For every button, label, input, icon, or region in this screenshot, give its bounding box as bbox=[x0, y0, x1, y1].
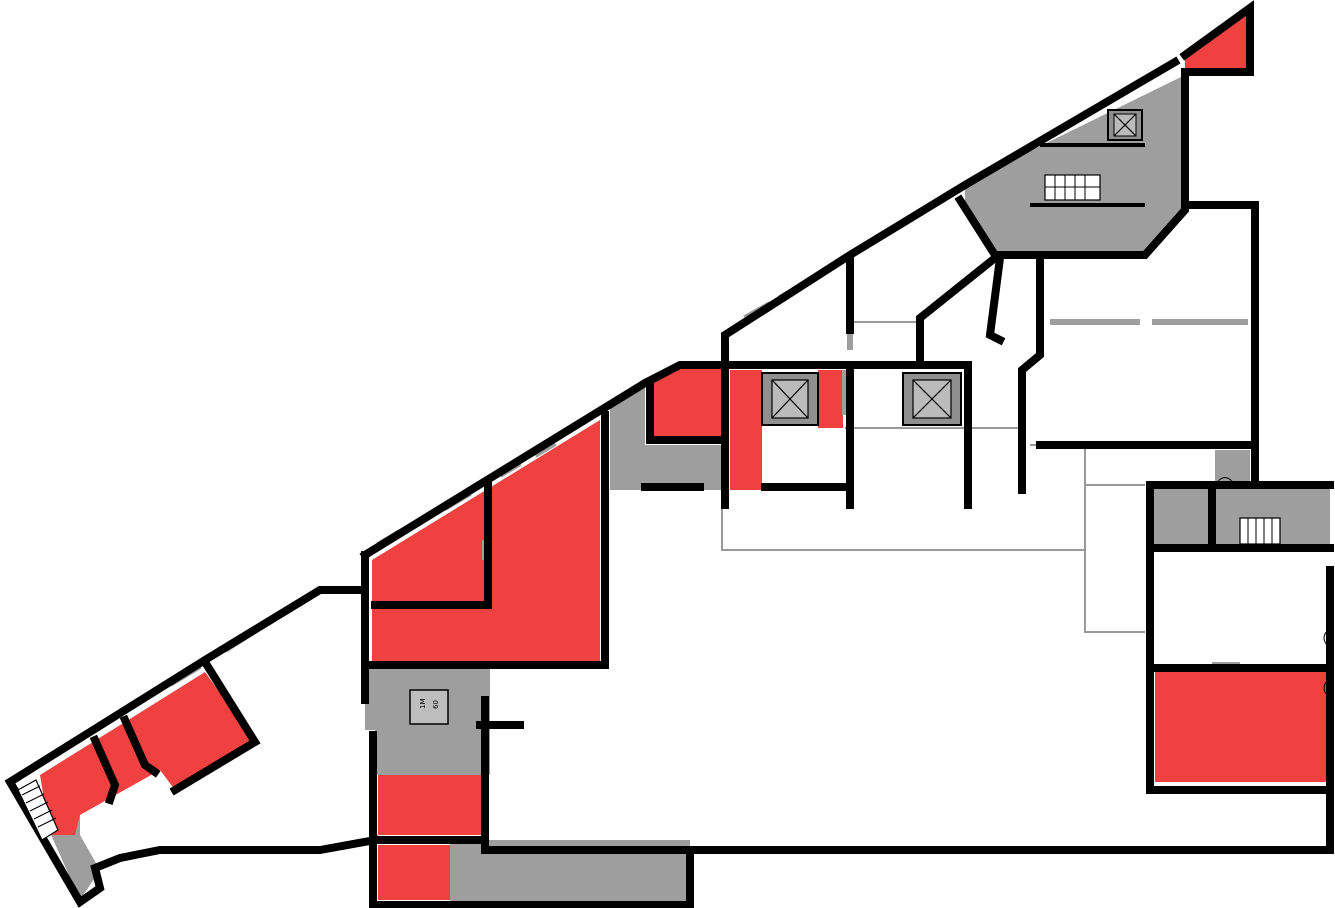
grey-zone-right-core bbox=[1150, 485, 1330, 545]
wall-facade-diagonal bbox=[359, 56, 1181, 561]
wall-left-wing bbox=[89, 734, 120, 806]
stair-step bbox=[21, 785, 41, 796]
red-zone-elevator-right bbox=[818, 370, 843, 428]
red-zone-center-bottom bbox=[378, 845, 450, 900]
wall-mid bbox=[646, 381, 726, 444]
wall-upper-right bbox=[1036, 201, 1259, 449]
elevator-icon: 1M 60 bbox=[409, 689, 449, 725]
wall-right bbox=[1146, 481, 1334, 794]
red-zone-elevator-strip bbox=[730, 370, 762, 490]
elevator-cross bbox=[771, 379, 809, 419]
wall-facade-diagonal bbox=[1179, 0, 1254, 76]
stair-step bbox=[25, 793, 45, 804]
stair-step bbox=[33, 809, 53, 820]
red-zone-center-left bbox=[378, 775, 482, 835]
grey-zone-lobby-below-red bbox=[645, 445, 722, 490]
staircase-box bbox=[1239, 517, 1281, 545]
grey-zone-bottom-strip bbox=[450, 840, 690, 902]
wall-top-core bbox=[954, 68, 1189, 259]
elevator-shaft bbox=[409, 689, 449, 725]
wall-left-wing bbox=[119, 714, 161, 778]
elevator-cross bbox=[912, 379, 952, 419]
wall-center-core bbox=[369, 731, 694, 908]
wall-facade-left bbox=[4, 586, 380, 908]
grey-zone-left-corridor bbox=[610, 380, 645, 490]
staircase-icon bbox=[1044, 174, 1101, 201]
wall-mid bbox=[721, 361, 972, 509]
elevator-icon bbox=[1107, 109, 1143, 141]
red-zone-small-room bbox=[653, 368, 722, 440]
partition-lines bbox=[721, 321, 1145, 633]
wall-left-wing-inner bbox=[169, 656, 261, 796]
grey-zone-right-door bbox=[1215, 450, 1250, 485]
door-swing bbox=[1323, 679, 1329, 697]
stair-step bbox=[29, 801, 49, 812]
wall-upper-right bbox=[1018, 254, 1044, 494]
door-swing bbox=[1323, 629, 1329, 647]
elevator-label: 1M bbox=[419, 699, 427, 710]
red-zone-left-wing bbox=[40, 672, 255, 835]
stair-step bbox=[37, 817, 57, 828]
partition-line bbox=[1084, 445, 1145, 633]
door-marks bbox=[1214, 477, 1329, 697]
door-swing bbox=[1214, 477, 1236, 486]
wall-upper-right bbox=[985, 253, 1006, 346]
red-zone-right-room bbox=[1155, 672, 1328, 782]
wall-center-core bbox=[481, 566, 1334, 854]
staircase-icon bbox=[17, 779, 59, 841]
elevator-cross bbox=[1113, 113, 1137, 137]
elevator-icon bbox=[902, 372, 962, 426]
wall-triangle-room bbox=[361, 411, 609, 669]
walls bbox=[4, 0, 1334, 908]
staircase-box bbox=[17, 779, 59, 841]
wall-triangle-room bbox=[371, 481, 492, 609]
wall-upper-right bbox=[916, 252, 1001, 369]
elevator-label: 60 bbox=[432, 700, 440, 709]
partition-line bbox=[721, 505, 1085, 551]
elevator-icon bbox=[761, 372, 819, 426]
staircase-icon bbox=[1239, 517, 1281, 545]
